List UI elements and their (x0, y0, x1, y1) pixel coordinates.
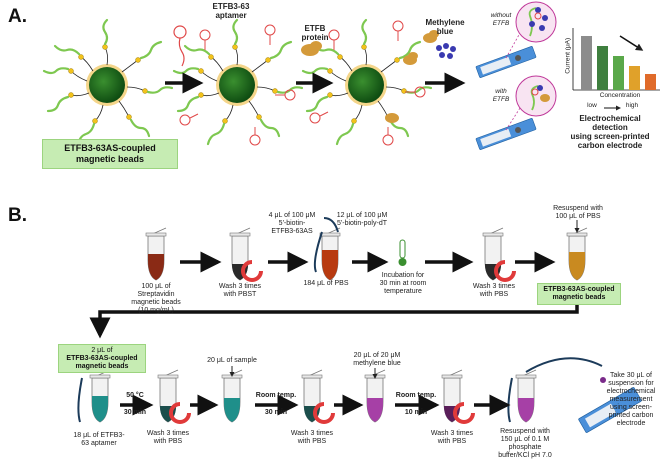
aptamer-icon (173, 25, 187, 67)
bead-1 (42, 18, 174, 146)
row2-cond3-time: 10 min (404, 409, 428, 416)
row1-reagent-b: 12 μL of 100 μM 5'-biotin-poly-dT (336, 212, 388, 227)
protein-icons (301, 30, 439, 123)
row1-step5: Wash 3 times with PBS (472, 283, 516, 298)
aptamer-label: ETFB3-63 aptamer (212, 2, 250, 20)
chart-xlabel: Concentration (599, 92, 641, 99)
tube-aptamer (89, 369, 111, 423)
bar-2 (597, 46, 608, 90)
zoom-circle-without (515, 1, 557, 43)
tube-sample (221, 369, 243, 423)
tube-wash-4 (441, 369, 463, 423)
chart-high: high (625, 102, 639, 109)
tube-pbs-mix (319, 227, 341, 281)
row1-step3: 184 μL of PBS (303, 280, 349, 287)
row2-step2: Wash 3 times with PBS (146, 430, 190, 445)
panel-a-label: A. (8, 6, 27, 27)
row2-cond3-temp: Room temp. (395, 392, 437, 399)
panel-b-label: B. (8, 205, 27, 226)
bar-5 (645, 74, 656, 90)
droplet (600, 377, 606, 383)
current-bar-chart (572, 28, 660, 111)
aptamer-loops (179, 20, 426, 146)
bar-3 (613, 56, 624, 90)
bar-4 (629, 66, 640, 90)
electrode-with (475, 117, 537, 151)
row2-cond1-time: 30 min (123, 409, 147, 416)
methylene-blue-icon (436, 43, 456, 59)
tube-resuspend (566, 227, 588, 281)
beads-box-b2: 2 μL of ETFB3-63AS-coupled magnetic bead… (58, 344, 146, 373)
box-beads-text: ETFB3-63AS-coupled magnetic beads (66, 354, 138, 370)
row2-sample: 20 μL of sample (207, 357, 257, 364)
tube-wash-3 (301, 369, 323, 423)
row2-cond2-time: 30 min (264, 409, 288, 416)
tube-wash-pbs-1 (482, 227, 504, 281)
row2-step1: 18 μL of ETFB3- 63 aptamer (73, 432, 125, 447)
tube-streptavidin (145, 227, 167, 281)
chart-ylabel: Current (μA) (564, 37, 572, 74)
row2-mb: 20 μL of 20 μM methylene blue (353, 352, 401, 367)
row1-step6: Resuspend with 100 μL of PBS (553, 205, 603, 220)
with-label: with ETFB (492, 88, 510, 103)
tube-mb (364, 369, 386, 423)
box-prefix: 2 μL of (91, 346, 113, 354)
detection-label: Electrochemical detection using screen-p… (570, 114, 650, 150)
row1-step1: 100 μL of Streptavidin magnetic beads (1… (131, 283, 181, 314)
row2-step3: Wash 3 times with PBS (290, 430, 334, 445)
pipette-1 (313, 217, 339, 273)
tube-final (515, 369, 537, 423)
row2-cond2-temp: Room temp. (255, 392, 297, 399)
bar-1 (581, 36, 592, 90)
electrode-final (578, 387, 642, 433)
row1-reagent-a: 4 μL of 100 μM 5'-biotin- ETFB3-63AS (268, 212, 316, 235)
row1-step2: Wash 3 times with PBST (218, 283, 262, 298)
protein-label: ETFB protein (301, 24, 329, 42)
thermometer-icon (398, 239, 407, 266)
beads-box-a: ETFB3-63AS-coupled magnetic beads (42, 139, 178, 169)
pipette-2 (77, 377, 83, 423)
methylene-blue-label: Methylene blue (425, 18, 465, 36)
row2-step4: Wash 3 times with PBS (430, 430, 474, 445)
chart-low: low (587, 102, 597, 109)
row2-resuspend: Resuspend with 150 μL of 0.1 M phosphate… (498, 428, 552, 459)
beads-box-b1: ETFB3-63AS-coupled magnetic beads (537, 283, 621, 305)
tube-wash-pbst (229, 227, 251, 281)
row2-cond1-temp: 50 °C (126, 392, 144, 399)
tube-wash-2 (157, 369, 179, 423)
row1-step4: Incubation for 30 min at room temperatur… (379, 272, 427, 295)
row-connector-arrow (89, 298, 579, 339)
without-label: without ETFB (490, 12, 512, 27)
row2-final: Take 30 μL of suspension for electrochem… (606, 372, 656, 427)
electrode-without (475, 45, 537, 79)
zoom-circle-with (515, 75, 557, 117)
